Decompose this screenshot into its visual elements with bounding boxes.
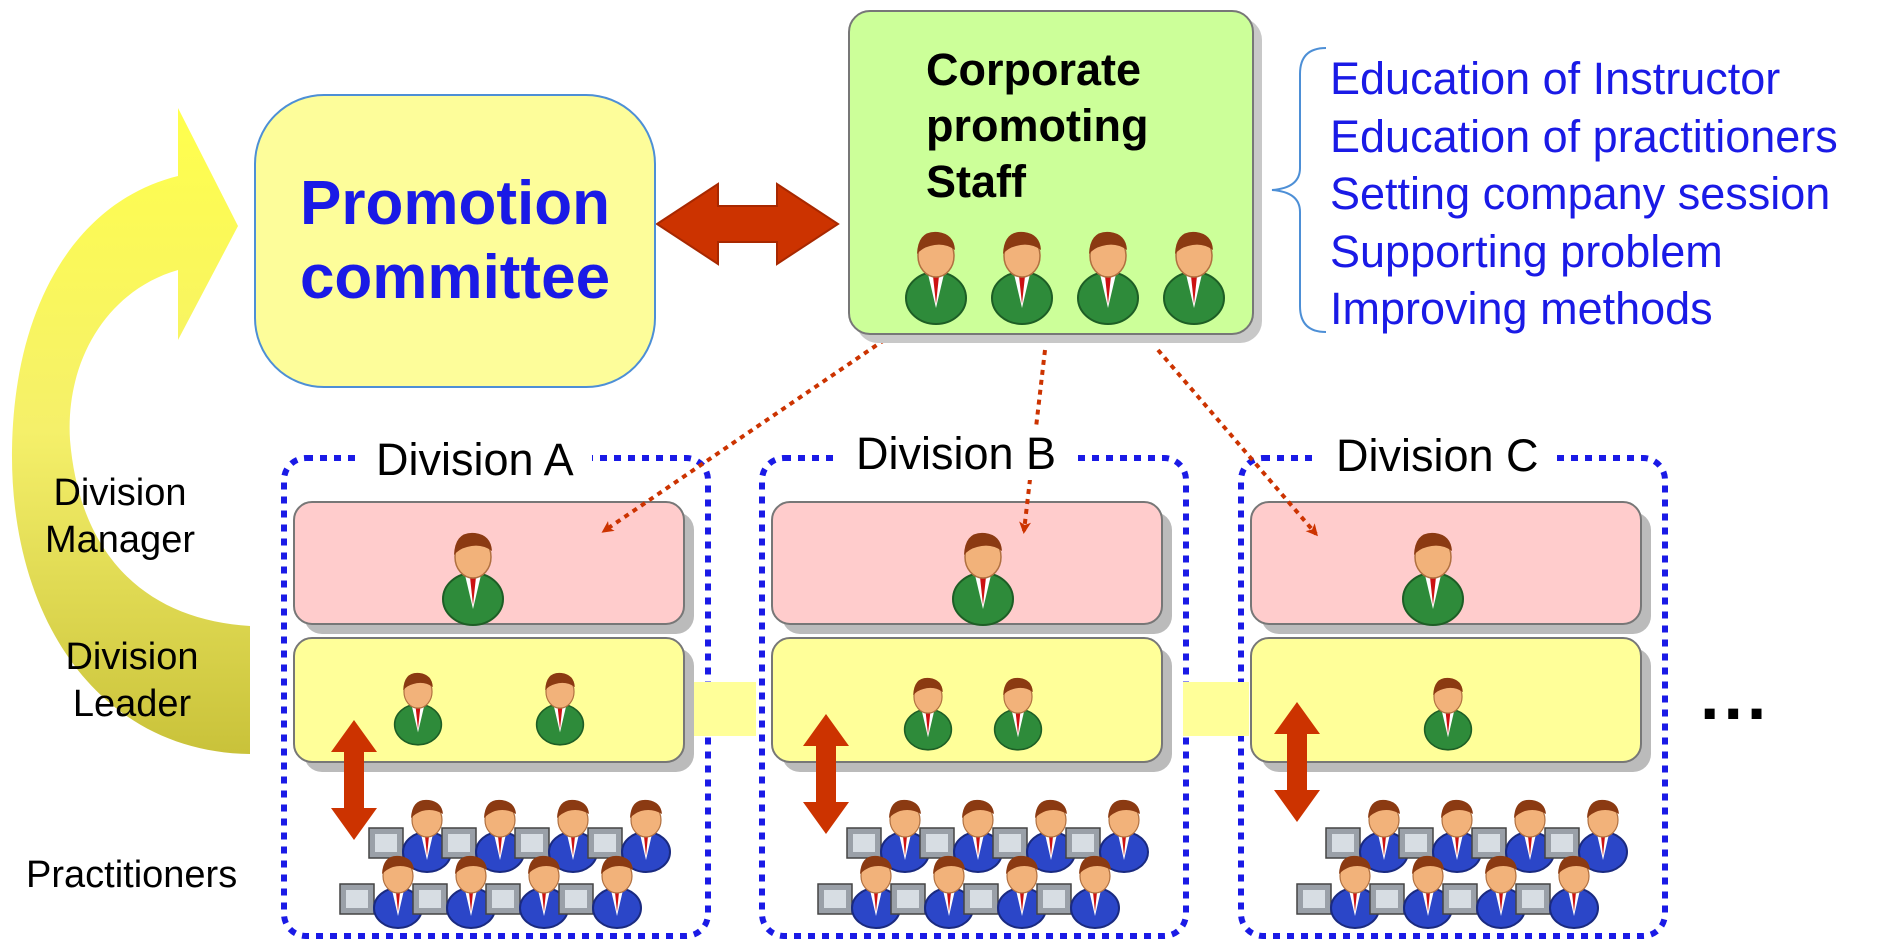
promotion-committee-box: Promotion committee (254, 94, 656, 388)
committee-line2: committee (299, 243, 611, 312)
leader-row-a (293, 637, 694, 772)
committee-line1: Promotion (300, 169, 610, 238)
staff-people-icons (905, 230, 1225, 325)
division-c-practitioner-icons (1296, 798, 1628, 929)
division-c-label: Division C (1318, 430, 1557, 482)
feedback-curve-arrow (11, 108, 250, 754)
division-b-practitioner-icons (817, 798, 1149, 929)
division-leader-label: Division Leader (52, 634, 212, 728)
manager-row-a (293, 501, 694, 634)
duty-item: Improving methods (1330, 283, 1713, 334)
practitioners-label: Practitioners (26, 854, 238, 896)
leader-connector-ab (690, 682, 756, 736)
division-b-leader-practitioner-arrow (803, 714, 849, 834)
leader-row-b (771, 637, 1172, 772)
manager-row-c (1250, 501, 1651, 634)
division-b-label: Division B (838, 428, 1075, 480)
division-c-leader-practitioner-arrow (1274, 702, 1320, 822)
corporate-staff-title: Corporate promoting Staff (926, 42, 1206, 210)
staff-line1: Corporate (926, 44, 1142, 95)
staff-to-division-a-arrow (601, 332, 895, 533)
corporate-staff-box: Corporate promoting Staff (848, 10, 1254, 335)
manager-line2: Manager (45, 519, 195, 561)
division-a-practitioner-icons (339, 798, 671, 929)
duty-item: Education of Instructor (1330, 53, 1781, 104)
staff-line3: Staff (926, 156, 1026, 207)
duty-item: Setting company session (1330, 168, 1831, 219)
staff-to-division-c-arrow (1156, 348, 1318, 537)
staff-line2: promoting (926, 100, 1149, 151)
leader-line2: Leader (72, 683, 192, 725)
more-divisions-ellipsis: ... (1700, 656, 1771, 734)
manager-line1: Division (53, 472, 187, 514)
promotion-committee-label: Promotion committee (300, 167, 610, 315)
division-manager-label: Division Manager (40, 470, 200, 564)
duty-item: Education of practitioners (1330, 110, 1838, 162)
leader-connector-bc (1183, 682, 1249, 736)
committee-staff-double-arrow (655, 182, 840, 266)
division-a-label: Division A (358, 434, 592, 486)
leader-line1: Division (65, 636, 199, 678)
duties-brace (1271, 47, 1327, 333)
staff-duties-list: Education of Instructor Education of pra… (1330, 50, 1838, 338)
division-a-leader-practitioner-arrow (331, 720, 377, 840)
duty-item: Supporting problem (1330, 225, 1723, 277)
